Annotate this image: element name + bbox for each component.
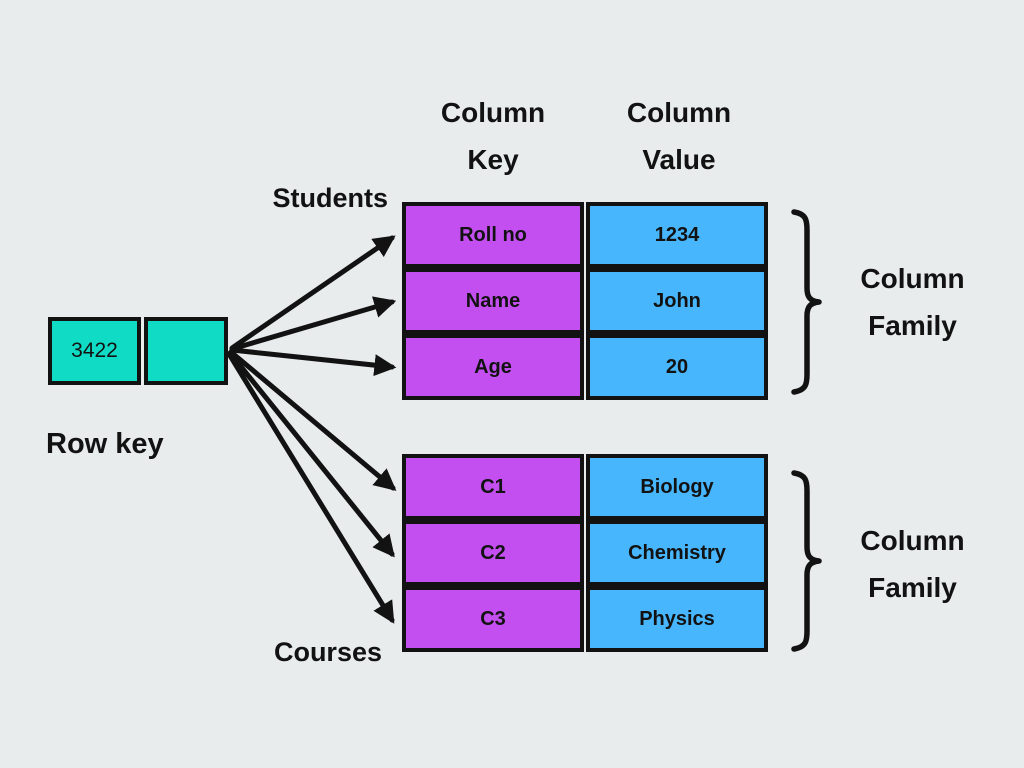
row-key-value: 3422	[71, 339, 118, 362]
arrow-icon	[229, 235, 396, 351]
column-key-cell: Age	[402, 334, 584, 400]
table-row: C1 Biology	[402, 454, 768, 520]
table-row: C2 Chemistry	[402, 520, 768, 586]
table-row: Name John	[402, 268, 768, 334]
column-family-label-line2: Family	[868, 310, 957, 341]
arrow-icon	[229, 296, 397, 352]
column-value-header-line2: Value	[642, 144, 716, 175]
column-family-label-courses: Column Family	[825, 517, 1000, 611]
row-key-extra-box	[144, 317, 228, 385]
column-family-label-students: Column Family	[825, 255, 1000, 349]
family-name-courses: Courses	[273, 637, 382, 667]
column-family-label-line1: Column	[860, 263, 965, 294]
column-key-cell: Roll no	[402, 202, 584, 268]
column-value-cell: 20	[586, 334, 768, 400]
column-value-cell: John	[586, 268, 768, 334]
column-value-header: Column Value	[588, 89, 770, 183]
table-row: C3 Physics	[402, 586, 768, 652]
column-key-header-line1: Column	[440, 97, 546, 128]
arrow-icon	[227, 350, 395, 558]
column-family-label-line1: Column	[860, 525, 965, 556]
row-key-box: 3422	[48, 317, 141, 385]
column-value-header-line1: Column	[626, 97, 732, 128]
table-row: Age 20	[402, 334, 768, 400]
column-family-label-line2: Family	[868, 572, 957, 603]
students-table: Roll no 1234 Name John Age 20	[402, 202, 768, 400]
curly-brace-icon	[791, 470, 822, 652]
column-key-cell: C1	[402, 454, 584, 520]
column-value-cell: Physics	[586, 586, 768, 652]
table-row: Roll no 1234	[402, 202, 768, 268]
column-key-header-line2: Key	[467, 144, 519, 175]
arrow-icon	[229, 347, 397, 377]
column-value-cell: Chemistry	[586, 520, 768, 586]
row-key-label: Row key	[46, 428, 164, 460]
column-key-cell: C3	[402, 586, 584, 652]
courses-table: C1 Biology C2 Chemistry C3 Physics	[402, 454, 768, 652]
column-key-header: Column Key	[402, 89, 584, 183]
column-value-cell: Biology	[586, 454, 768, 520]
curly-brace-icon	[791, 209, 822, 395]
column-value-cell: 1234	[586, 202, 768, 268]
column-key-cell: Name	[402, 268, 584, 334]
family-name-students: Students	[272, 183, 388, 213]
arrow-icon	[226, 351, 395, 624]
column-key-cell: C2	[402, 520, 584, 586]
arrow-icon	[228, 349, 397, 491]
